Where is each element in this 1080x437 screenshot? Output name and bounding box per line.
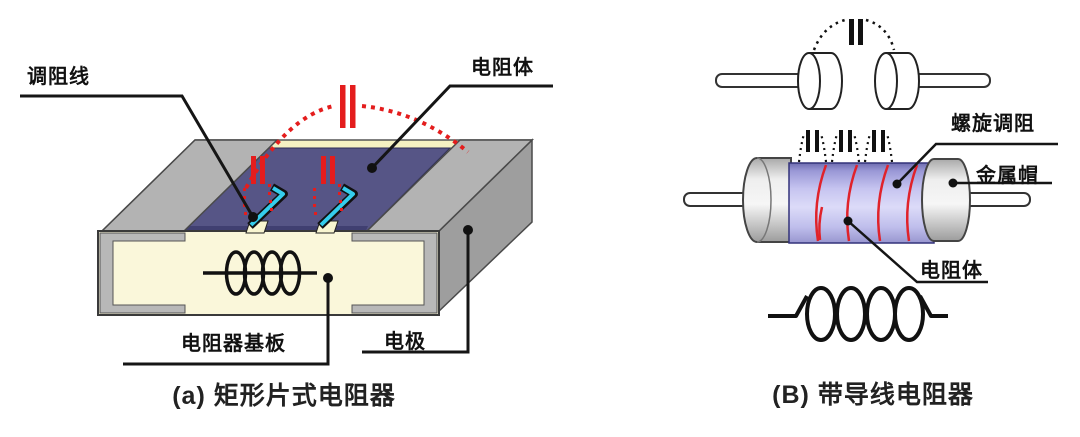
laser-trim-line (317, 183, 358, 229)
label-resistor-body-b: 电阻体 (920, 260, 983, 282)
metal-end-cap (742, 157, 792, 243)
caption-panel-a: (a) 矩形片式电阻器 (172, 382, 396, 410)
coil-symbol (768, 286, 948, 342)
laser-trim-line (247, 183, 288, 229)
resistor-body-leader (370, 84, 553, 170)
leader-dot (367, 163, 377, 173)
label-spiral-trim: 螺旋调阻 (951, 113, 1035, 135)
capacitance-symbol (863, 130, 894, 163)
leader-lines-left-panel (20, 84, 553, 366)
trim-capacitance-symbol (313, 156, 343, 215)
trim-line-leader (20, 94, 255, 218)
capacitance-symbol (797, 130, 828, 163)
label-substrate: 电阻器基板 (181, 333, 286, 355)
leader-dot (948, 178, 958, 188)
trim-capacitance-symbol (243, 156, 273, 215)
electrode-leader (362, 230, 470, 354)
metal-end-cap (921, 158, 971, 242)
leader-dot (463, 225, 473, 235)
cap-disk (874, 52, 920, 110)
leader-dot (248, 212, 258, 222)
capacitance-symbol (830, 130, 861, 163)
end-caps-with-leads (715, 18, 991, 110)
resistor-body-leader (847, 220, 988, 284)
spiral-trim-leader (896, 142, 1058, 185)
resistor-assembly (683, 130, 1031, 244)
caption-panel-b: (B) 带导线电阻器 (772, 381, 974, 409)
capacitance-symbol (812, 18, 896, 51)
leaded-resistor-illustration (683, 18, 1058, 342)
resistor-body-cylinder (788, 162, 935, 244)
label-electrode: 电极 (384, 331, 426, 353)
right-electrode-wrap (351, 232, 438, 314)
leader-dot (843, 216, 853, 226)
substrate-leader (123, 278, 330, 366)
chip-resistor-illustration (20, 84, 553, 366)
cap-disk (797, 52, 843, 110)
label-resistor-body-a: 电阻体 (471, 57, 534, 79)
label-trim-line: 调阻线 (27, 66, 90, 88)
leader-dot (323, 273, 333, 283)
label-metal-cap: 金属帽 (976, 165, 1039, 187)
spiral-groove (814, 164, 919, 242)
leader-dot (892, 179, 902, 189)
leader-lines-right-panel (847, 142, 1058, 284)
inductor-symbol (203, 250, 317, 296)
left-electrode-wrap (99, 232, 186, 314)
